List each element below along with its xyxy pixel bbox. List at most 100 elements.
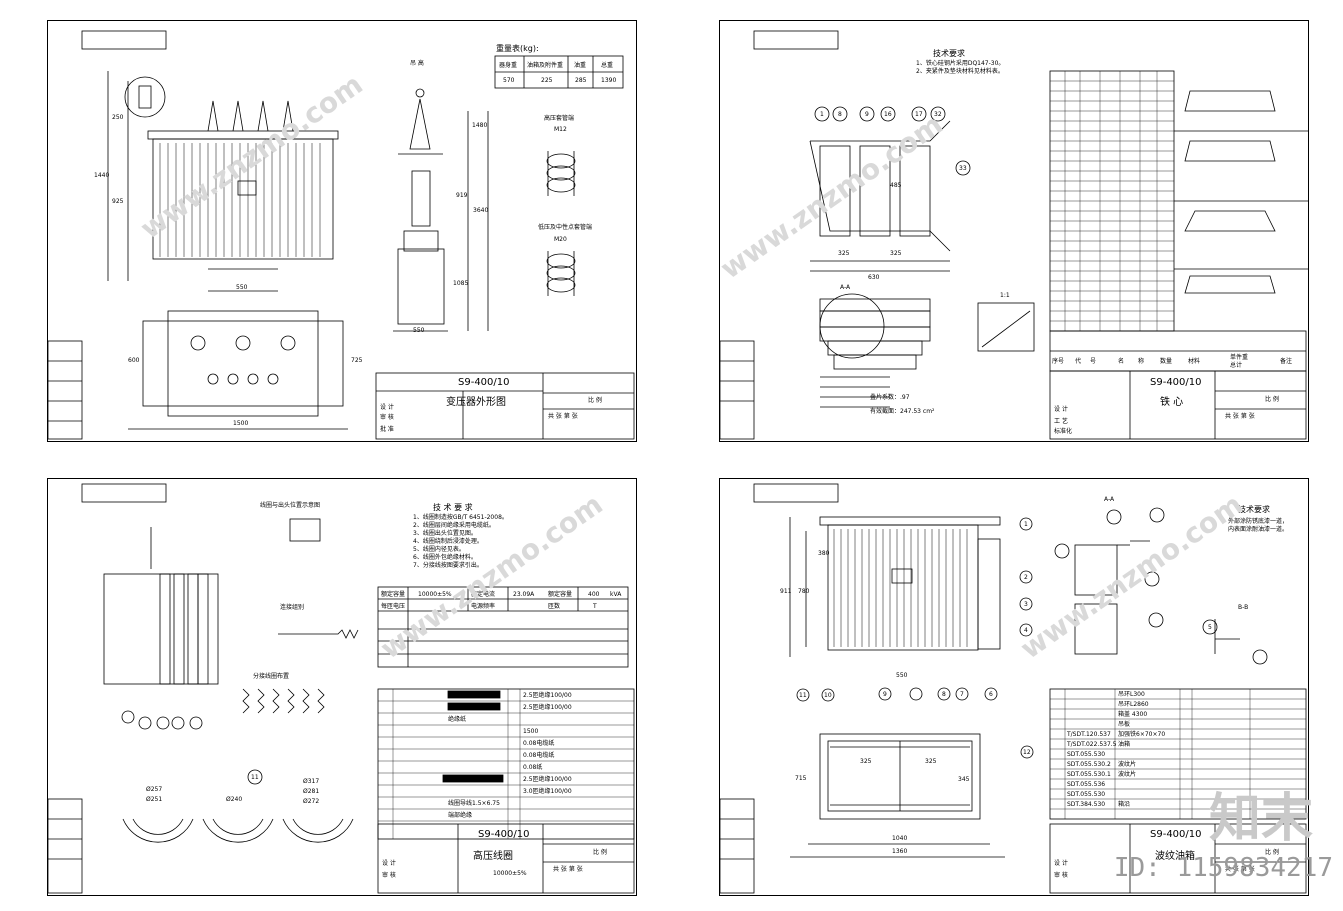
tank-dim-325a: 325	[860, 758, 872, 765]
tank-part-8: 加强铁6×70×70	[1118, 731, 1166, 738]
weight-col-2: 油箱及附件重	[527, 62, 564, 69]
hv-tech-7: 7、分接线按图要求引出。	[413, 562, 483, 569]
tank-part-7: 油箱	[1118, 741, 1131, 748]
tank-part-1: 箱沿	[1118, 801, 1131, 808]
tank-scale: 比 例	[1265, 849, 1279, 856]
core-std: 标准化	[1054, 428, 1073, 435]
dim-600: 600	[128, 357, 140, 364]
hv-tech-header: 技 术 要 求	[433, 503, 473, 512]
hv-tech-5: 5、线圈内径见表。	[413, 546, 465, 553]
core-table-h1: 代	[1075, 358, 1082, 365]
dim-550: 550	[236, 284, 248, 291]
tank-balloon-6: 6	[989, 691, 993, 698]
core-section-aa: A-A	[840, 284, 851, 291]
outline-scale: 比 例	[588, 397, 602, 404]
hv-tech-2: 2、线圈层间绝缘采用电缆纸。	[413, 522, 495, 529]
tank-design: 设 计	[1054, 860, 1068, 867]
tank-dim-345: 345	[958, 776, 970, 783]
tank-dim-1360: 1360	[892, 848, 908, 855]
sheet-core: 技术要求 1、铁心硅钢片采用DQ147-30。 2、夹紧件及垫块材料见材料表。 …	[719, 20, 1309, 442]
hv-dim-281: Ø281	[303, 788, 320, 795]
core-drawing	[720, 30, 1308, 440]
core-dim-485: 485	[890, 182, 902, 189]
tank-balloon-10: 10	[824, 692, 832, 699]
dim-1500: 1500	[233, 420, 249, 427]
core-table-h0: 序号	[1052, 358, 1065, 365]
core-balloon-9: 9	[865, 111, 869, 118]
core-sheet-no: 共 张 第 张	[1225, 413, 1255, 420]
core-balloon-17: 17	[915, 111, 923, 118]
core-tech: 工 艺	[1054, 418, 1068, 425]
tank-part-7-code: T/SDT.022.537.5	[1067, 741, 1117, 748]
tank-tech-2: 内表面涂耐油漆一道。	[1228, 526, 1289, 533]
hv-footer-note: 10000±5%	[493, 870, 527, 877]
dim-250: 250	[112, 114, 124, 121]
hv-spec-4: 23.09A	[513, 591, 535, 598]
tank-part-2-code: SDT.055.530	[1067, 791, 1106, 798]
tank-tech-1: 外部涂防锈底漆一道，	[1228, 518, 1289, 525]
tank-dim-325b: 325	[925, 758, 937, 765]
sheet-tank: A-A B-B 技术要求 外部涂防锈底漆一道， 内表面涂耐油漆一道。 911 7…	[719, 478, 1309, 896]
core-balloon-8: 8	[838, 111, 842, 118]
hv-spec-r2-3: 电源频率	[471, 603, 496, 610]
tank-part-4-code: SDT.055.530.1	[1067, 771, 1111, 778]
hv-coil-drawing	[48, 483, 635, 894]
core-design: 设 计	[1054, 406, 1068, 413]
dim-919: 919	[456, 192, 468, 199]
core-dim-325a: 325	[838, 250, 850, 257]
hv-spec-r2-7: T	[593, 603, 597, 610]
brand-logo: 知末	[1208, 789, 1313, 849]
watermark-id: ID: 1159834217	[1113, 853, 1333, 883]
hv-balloon-11: 11	[251, 774, 259, 781]
hv-sheet-no: 共 张 第 张	[553, 866, 583, 873]
dim-925: 925	[112, 198, 124, 205]
hv-tech-1: 1、线圈制造按GB/T 6451-2008。	[413, 514, 508, 521]
sheet-transformer-outline: 重量表(kg): 器身重 油箱及附件重 油重 总重 570 225 285 13…	[47, 20, 637, 442]
core-table-h6: 材料	[1188, 358, 1201, 365]
core-tech-2: 2、夹紧件及垫块材料见材料表。	[916, 68, 1004, 75]
core-table-h5: 数量	[1160, 358, 1173, 365]
hv-dim-251: Ø251	[146, 796, 163, 803]
core-table-h8: 总计	[1230, 362, 1243, 369]
tank-review: 审 核	[1054, 872, 1068, 879]
core-tech-header: 技术要求	[933, 49, 965, 58]
hv-tech-4: 4、线圈绕制后浸漆处理。	[413, 538, 483, 545]
tank-dim-911: 911	[780, 588, 792, 595]
hv-mat-6: 0.08电缆纸	[523, 752, 555, 759]
hv-spec-3: 额定电流	[471, 591, 496, 598]
hv-spec-6: 400	[588, 591, 600, 598]
tank-part-6-code: SDT.055.530	[1067, 751, 1106, 758]
core-balloon-1: 1	[820, 111, 824, 118]
dim-3640: 3640	[473, 207, 489, 214]
core-balloon-33: 33	[959, 165, 967, 172]
hv-tech-3: 3、线圈出头位置见图。	[413, 530, 477, 537]
core-dim-630: 630	[868, 274, 880, 281]
tank-dim-550: 550	[896, 672, 908, 679]
hv-title: 高压线圈	[473, 851, 513, 862]
sheet-hv-coil: 线圈与出头位置示意图 技 术 要 求 1、线圈制造按GB/T 6451-2008…	[47, 478, 637, 896]
tank-balloon-1: 1	[1024, 521, 1028, 528]
hv-dim-240: Ø240	[226, 796, 243, 803]
core-balloon-32: 32	[934, 111, 942, 118]
m12-label: M12	[554, 126, 567, 133]
tank-part-3-code: SDT.055.536	[1067, 781, 1106, 788]
hv-spec-r2-5: 匝数	[548, 603, 561, 610]
hv-mat-3: 绝缘纸	[448, 716, 467, 723]
weight-val-3: 285	[575, 77, 587, 84]
core-table-h2: 号	[1090, 358, 1097, 365]
lift-label: 吊 高	[410, 60, 424, 67]
hv-review: 审 核	[382, 872, 396, 879]
dim-550b: 550	[413, 327, 425, 334]
hv-spec-2: 10000±5%	[418, 591, 452, 598]
tank-balloon-12: 12	[1023, 749, 1031, 756]
dim-1085: 1085	[453, 280, 469, 287]
hv-mat-5: 0.08电缆纸	[523, 740, 555, 747]
tank-balloon-2: 2	[1024, 574, 1028, 581]
weight-val-1: 570	[503, 77, 515, 84]
core-note-area: 有效截面：247.53 cm²	[870, 408, 935, 415]
tank-model: S9-400/10	[1150, 829, 1202, 840]
tank-dim-780: 780	[798, 588, 810, 595]
core-note-stack: 叠片系数：.97	[870, 394, 910, 401]
tank-balloon-4: 4	[1024, 627, 1028, 634]
weight-val-2: 225	[541, 77, 553, 84]
